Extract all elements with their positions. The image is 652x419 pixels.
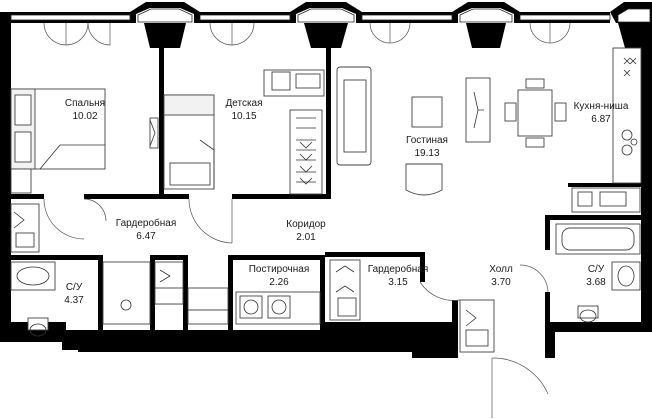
room-name: Холл <box>489 264 513 275</box>
room-label-bath-left: С/У 4.37 <box>64 282 84 306</box>
right-wardrobe-furniture <box>329 259 461 321</box>
room-area: 3.68 <box>586 277 606 288</box>
room-area: 19.13 <box>414 148 439 159</box>
right-bath-furniture <box>555 223 641 323</box>
room-area: 10.02 <box>72 111 97 122</box>
left-service-furniture <box>10 198 233 337</box>
room-label-laundry: Постирочная 2.26 <box>249 264 310 288</box>
laundry-furniture <box>235 291 321 325</box>
room-name: Гардеробная <box>368 263 429 275</box>
room-name: Гардеробная <box>116 217 177 229</box>
living-furniture <box>336 66 567 196</box>
bedroom-furniture <box>10 88 159 194</box>
room-label-hall: Холл 3.70 <box>489 264 513 288</box>
room-label-corridor: Коридор 2.01 <box>286 219 326 243</box>
room-area: 6.87 <box>591 114 611 125</box>
hall-furniture <box>459 264 549 418</box>
room-name: Спальня <box>65 98 105 109</box>
bay-windows <box>10 2 652 48</box>
room-area: 3.70 <box>491 277 511 288</box>
room-area: 4.37 <box>64 295 84 306</box>
room-area: 2.26 <box>269 277 289 288</box>
room-label-living: Гостиная 19.13 <box>406 135 448 159</box>
room-name: Гостиная <box>406 135 448 146</box>
interior-walls <box>11 23 652 330</box>
room-label-bath-right: С/У 3.68 <box>586 264 606 288</box>
room-area: 10.15 <box>231 111 256 122</box>
room-label-wardrobe-left: Гардеробная 6.47 <box>116 217 177 242</box>
room-name: С/У <box>588 264 605 275</box>
room-area: 2.01 <box>296 232 316 243</box>
room-name: Постирочная <box>249 264 310 275</box>
room-name: С/У <box>66 282 83 293</box>
kitchen-furniture <box>571 47 642 213</box>
room-area: 3.15 <box>388 277 408 288</box>
room-name: Детская <box>225 98 262 109</box>
room-label-kitchen: Кухня-ниша 6.87 <box>574 101 629 125</box>
room-label-wardrobe-right: Гардеробная 3.15 <box>368 263 429 288</box>
room-name: Кухня-ниша <box>574 101 629 112</box>
room-label-bedroom: Спальня 10.02 <box>65 98 105 122</box>
room-area: 6.47 <box>136 231 156 242</box>
kids-furniture <box>163 69 325 195</box>
room-label-kids: Детская 10.15 <box>225 98 262 122</box>
room-name: Коридор <box>286 219 326 230</box>
